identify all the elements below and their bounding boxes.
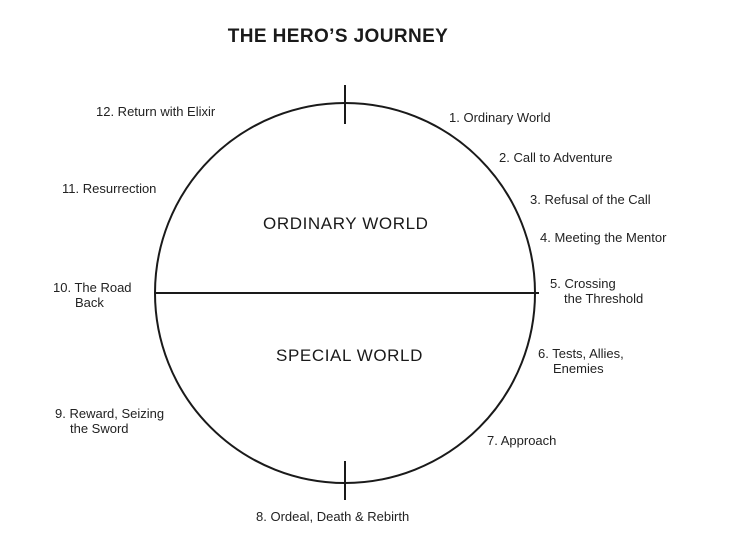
stage-3-label: 3. Refusal of the Call (530, 192, 651, 207)
stage-2-label: 2. Call to Adventure (499, 150, 613, 165)
stage-12-label: 12. Return with Elixir (96, 104, 216, 119)
stage-12: 12. Return with Elixir (96, 104, 216, 120)
stage-1-label: 1. Ordinary World (449, 110, 551, 125)
stage-9-label-2: the Sword (70, 420, 129, 436)
stage-5-label-1: 5. Crossing (550, 276, 616, 291)
diagram-title: THE HERO’S JOURNEY (227, 26, 449, 47)
stage-3: 3. Refusal of the Call (530, 192, 651, 208)
region-ordinary-world: ORDINARY WORLD (263, 214, 429, 233)
stage-8: 8. Ordeal, Death & Rebirth (256, 509, 410, 525)
stage-5-label-2: the Threshold (564, 290, 644, 306)
stage-9: 9. Reward, Seizing the Sword (55, 406, 165, 436)
stage-6: 6. Tests, Allies, Enemies (538, 346, 624, 376)
stage-4-label: 4. Meeting the Mentor (540, 230, 667, 245)
stage-9-label-1: 9. Reward, Seizing (55, 406, 165, 421)
stage-1: 1. Ordinary World (449, 110, 551, 126)
region-special-world: SPECIAL WORLD (276, 346, 423, 365)
stage-11-label: 11. Resurrection (62, 181, 157, 196)
stage-7-label: 7. Approach (487, 433, 557, 448)
stage-11: 11. Resurrection (62, 181, 157, 197)
stage-10: 10. The Road Back (53, 280, 132, 310)
stage-5: 5. Crossing the Threshold (550, 276, 644, 306)
stage-6-label-1: 6. Tests, Allies, (538, 346, 624, 361)
stage-10-label-2: Back (75, 294, 104, 310)
stage-4: 4. Meeting the Mentor (540, 230, 667, 246)
stage-6-label-2: Enemies (553, 360, 604, 376)
stage-8-label: 8. Ordeal, Death & Rebirth (256, 509, 410, 524)
stage-10-label-1: 10. The Road (53, 280, 132, 295)
stage-2: 2. Call to Adventure (499, 150, 613, 166)
stage-7: 7. Approach (487, 433, 557, 449)
